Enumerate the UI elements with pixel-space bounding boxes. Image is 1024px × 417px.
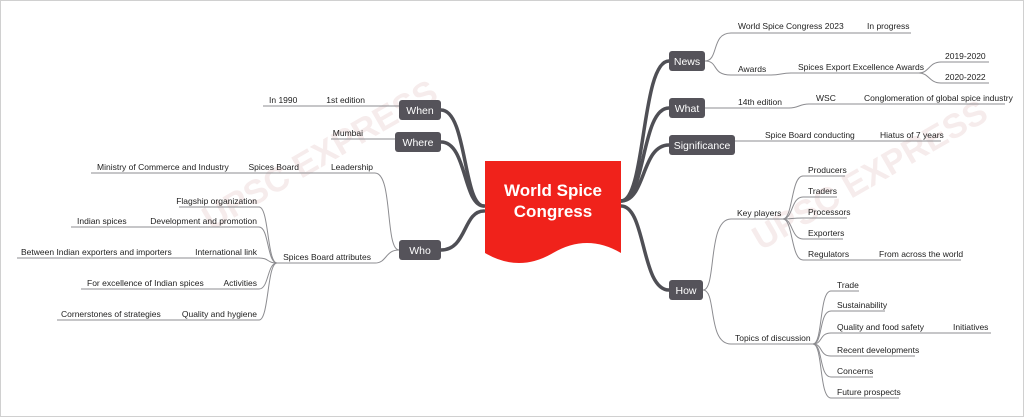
branch-who (439, 209, 486, 252)
news-awards: Awards (738, 64, 766, 74)
branch-where (439, 140, 486, 208)
branch-how (619, 204, 671, 292)
how-topics-label: Topics of discussion (735, 333, 811, 343)
who-spices-board: Spices Board (248, 162, 299, 172)
player-item: Processors (808, 207, 851, 217)
news-in-progress: In progress (867, 21, 910, 31)
topic-item: Concerns (837, 366, 873, 376)
watermark-right: UPSC EXPRESS (746, 93, 994, 258)
player-item: Exporters (808, 228, 844, 238)
significance-conducting: Spice Board conducting (765, 130, 855, 140)
topic-what-label: What (675, 103, 700, 115)
central-node[interactable]: World Spice Congress (485, 161, 621, 263)
what-wsc: WSC (816, 93, 836, 103)
attr-quality: Quality and hygiene (182, 309, 257, 319)
how-initiatives: Initiatives (953, 322, 988, 332)
topic-where-label: Where (403, 137, 434, 149)
attr-development: Development and promotion (150, 216, 257, 226)
topic-news-label: News (674, 56, 700, 68)
topic-item: Quality and food safety (837, 322, 925, 332)
attr-excellence: For excellence of Indian spices (87, 278, 204, 288)
news-year-2020: 2020-2022 (945, 72, 986, 82)
topic-when-label: When (406, 105, 434, 117)
attr-between: Between Indian exporters and importers (21, 247, 172, 257)
topic-who[interactable] (399, 240, 441, 260)
topic-item: Future prospects (837, 387, 901, 397)
central-title-line2: Congress (514, 202, 592, 221)
when-year: In 1990 (269, 95, 298, 105)
attr-indian-spices: Indian spices (77, 216, 127, 226)
player-item: Regulators (808, 249, 849, 259)
topic-news[interactable] (669, 51, 705, 71)
who-branch: Who Leadership Spices Board Ministry of … (17, 162, 441, 321)
topic-significance-label: Significance (674, 140, 731, 152)
what-branch: What 14th edition WSC Conglomeration of … (669, 93, 1014, 118)
branch-significance (619, 143, 671, 203)
main-branches (439, 59, 671, 292)
topic-item: Sustainability (837, 300, 888, 310)
attr-intl-link: International link (195, 247, 258, 257)
attr-flagship: Flagship organization (176, 196, 257, 206)
when-first-edition: 1st edition (326, 95, 365, 105)
topic-how[interactable] (669, 280, 703, 300)
topic-how-label: How (675, 285, 696, 297)
who-ministry: Ministry of Commerce and Industry (97, 162, 230, 172)
where-branch: Where Mumbai (331, 128, 441, 152)
topic-who-label: Who (409, 245, 431, 257)
topic-what[interactable] (669, 98, 705, 118)
watermark-left: UPSC EXPRESS (196, 73, 444, 238)
branch-news (619, 59, 671, 203)
topic-significance[interactable] (669, 135, 735, 155)
where-city: Mumbai (333, 128, 363, 138)
how-regulators-from: From across the world (879, 249, 963, 259)
topic-item: Recent developments (837, 345, 919, 355)
news-wsc2023: World Spice Congress 2023 (738, 21, 844, 31)
topic-item: Trade (837, 280, 859, 290)
topic-where[interactable] (395, 132, 441, 152)
branch-when (439, 108, 486, 208)
news-excellence-awards: Spices Export Excellence Awards (798, 62, 924, 72)
how-branch: How Key players Producers Traders Proces… (669, 165, 991, 399)
attr-cornerstones: Cornerstones of strategies (61, 309, 161, 319)
what-edition: 14th edition (738, 97, 782, 107)
how-key-players: Key players (737, 208, 781, 218)
attr-activities: Activities (223, 278, 257, 288)
player-item: Producers (808, 165, 847, 175)
what-conglomeration: Conglomeration of global spice industry (864, 93, 1014, 103)
player-item: Traders (808, 186, 837, 196)
topic-when[interactable] (399, 100, 441, 120)
who-attributes: Spices Board attributes (283, 252, 371, 262)
news-branch: News World Spice Congress 2023 In progre… (669, 21, 989, 84)
significance-branch: Significance Spice Board conducting Hiat… (669, 130, 944, 155)
central-title-line1: World Spice (504, 181, 602, 200)
news-year-2019: 2019-2020 (945, 51, 986, 61)
significance-hiatus: Hiatus of 7 years (880, 130, 944, 140)
who-leadership: Leadership (331, 162, 373, 172)
when-branch: When 1st edition In 1990 (263, 95, 441, 120)
